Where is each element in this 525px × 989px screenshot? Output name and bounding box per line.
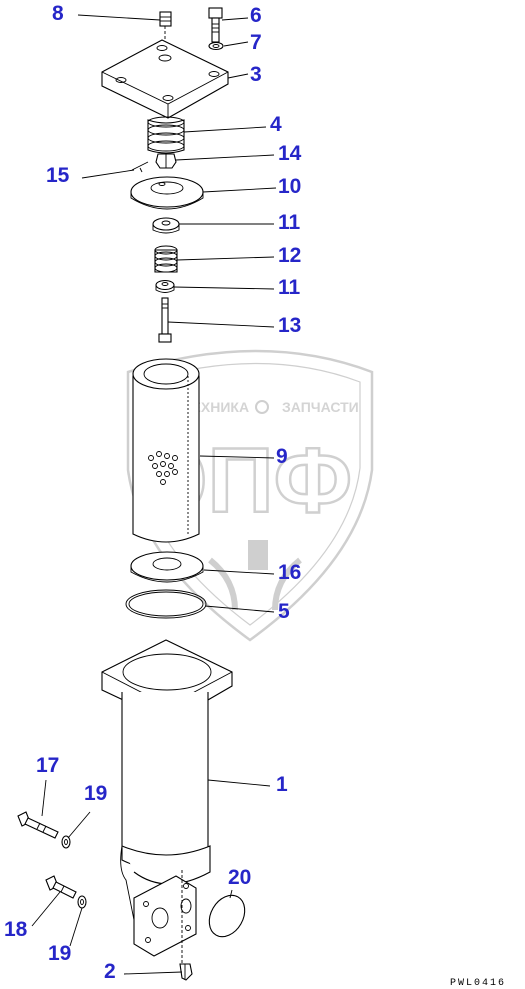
watermark: ТЕХНИКА ЗАПЧАСТИ ЭПФ	[126, 349, 374, 642]
callout-13: 13	[278, 314, 301, 337]
callout-14: 14	[278, 142, 302, 165]
callout-19-upper: 19	[84, 782, 107, 805]
part-17-bolt	[17, 811, 59, 839]
part-19-washer-lower	[77, 895, 87, 909]
part-13-long-bolt	[158, 297, 172, 343]
part-16-seal	[130, 551, 204, 583]
callout-4: 4	[270, 113, 282, 136]
part-10-dish	[130, 176, 204, 210]
callout-labels: 8 6 7 3 4 14 15 10 11 12 11 13 9 16 5 1 …	[4, 2, 302, 983]
callout-3: 3	[250, 63, 262, 86]
callout-16: 16	[278, 561, 301, 584]
wheat-icon	[208, 540, 302, 611]
callout-2: 2	[104, 960, 116, 983]
gear-icon	[255, 400, 269, 414]
part-14-nut	[155, 153, 177, 169]
part-2-drain-plug	[179, 963, 193, 981]
leader-lines	[31, 14, 277, 975]
drawing-code: PWL0416	[450, 978, 506, 989]
callout-8: 8	[52, 2, 64, 25]
callout-10: 10	[278, 175, 301, 198]
part-12-spring	[154, 245, 178, 273]
part-19-washer-upper	[61, 835, 71, 849]
part-3-cover-plate	[101, 39, 229, 119]
part-18-bolt	[45, 875, 77, 899]
callout-19-lower: 19	[48, 942, 71, 965]
callout-9: 9	[276, 445, 288, 468]
part-9-filter-element	[132, 358, 200, 543]
callout-20: 20	[228, 866, 251, 889]
part-6-bolt	[208, 7, 223, 43]
part-5-o-ring	[125, 589, 207, 619]
callout-6: 6	[250, 4, 262, 27]
callout-17: 17	[36, 754, 59, 777]
part-15-pin	[131, 161, 149, 173]
callout-18: 18	[4, 918, 28, 941]
part-11-seat-upper	[152, 217, 180, 234]
callout-5: 5	[278, 600, 290, 623]
callout-7: 7	[250, 31, 262, 54]
callout-11-lower: 11	[278, 276, 301, 299]
part-4-bellows	[147, 116, 185, 154]
callout-15: 15	[46, 164, 70, 187]
part-20-blank-plate	[208, 894, 246, 938]
callout-1: 1	[276, 773, 288, 796]
part-1-housing	[101, 639, 233, 965]
callout-12: 12	[278, 244, 301, 267]
callout-11-upper: 11	[278, 211, 301, 234]
watermark-text-right: ЗАПЧАСТИ	[282, 399, 359, 415]
part-7-washer	[208, 41, 224, 51]
part-11-seat-lower	[155, 279, 175, 293]
